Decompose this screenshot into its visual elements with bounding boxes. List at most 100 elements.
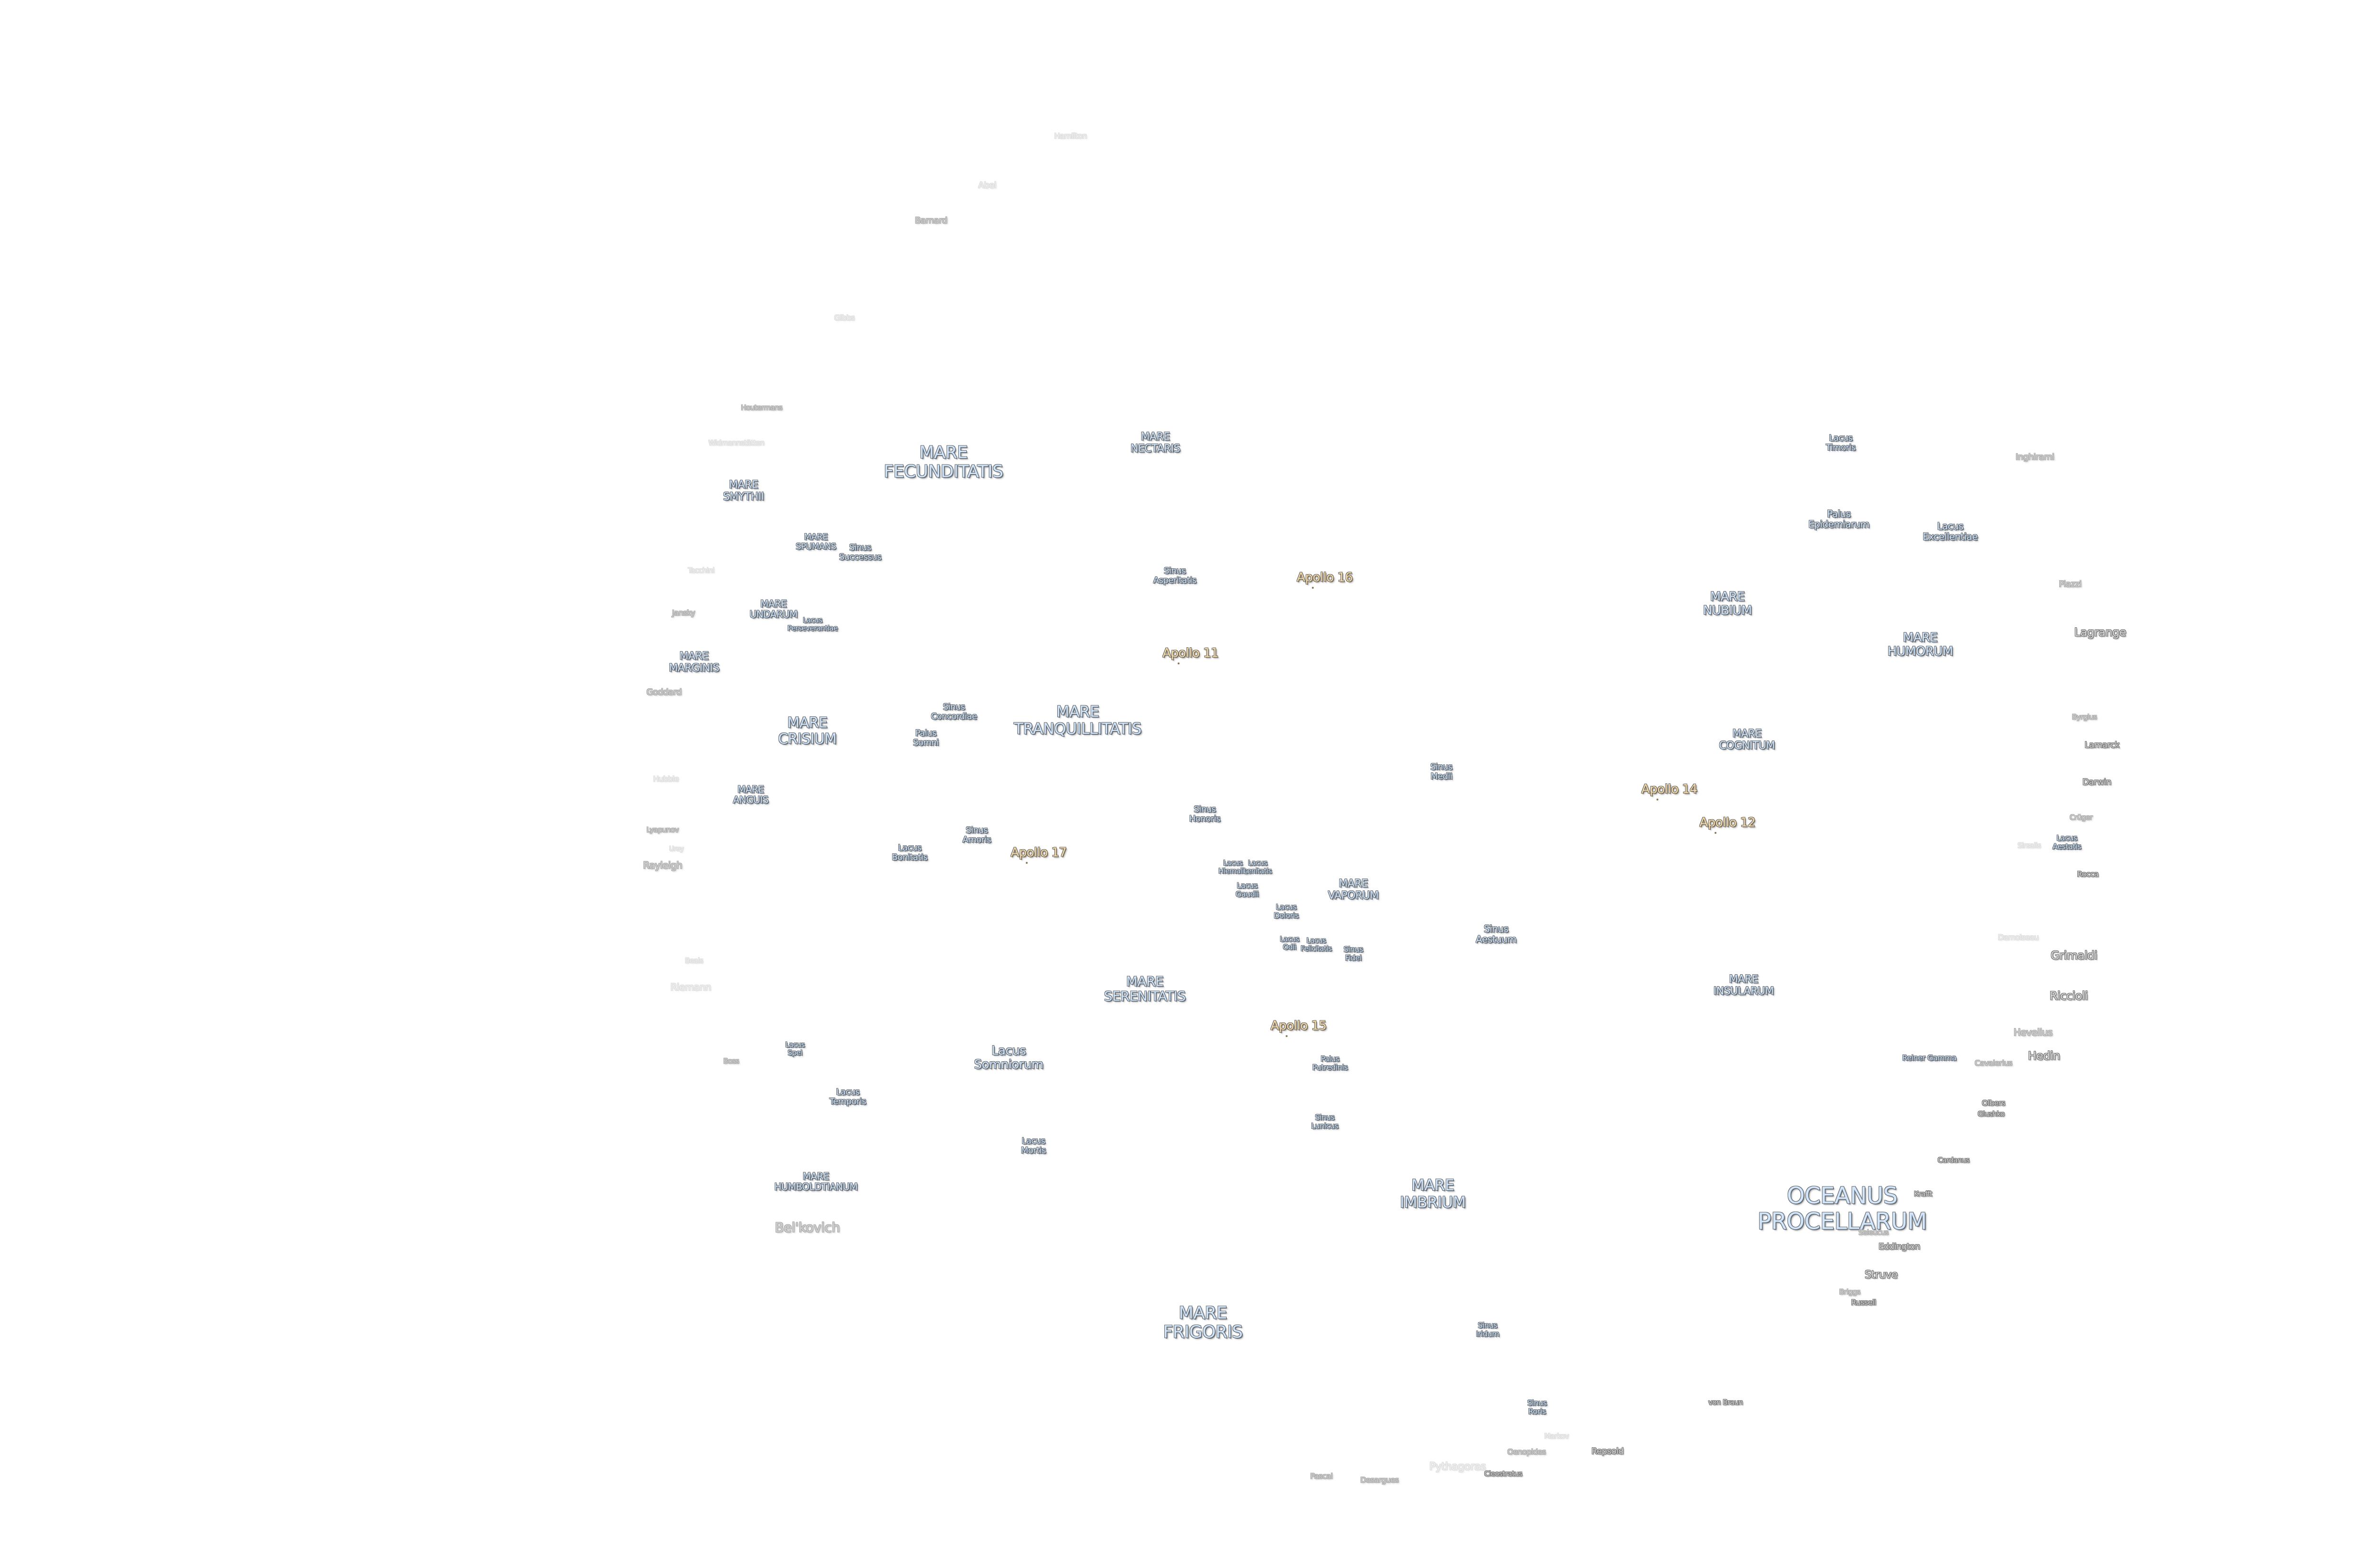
crater-boss-label: Boss bbox=[723, 1057, 739, 1066]
apollo-17-site-marker bbox=[1026, 862, 1028, 864]
crater-hubble-label: Hubble bbox=[653, 774, 679, 784]
crater-repsold-label: Repsold bbox=[1591, 1446, 1624, 1456]
mare-marginis-label: MARE MARGINIS bbox=[669, 650, 719, 674]
crater-rocca-label: Rocca bbox=[2077, 870, 2099, 879]
crater-hamilton-label: Hamilton bbox=[1054, 131, 1087, 141]
mare-nectaris-label: MARE NECTARIS bbox=[1130, 431, 1180, 455]
apollo-14-site-marker bbox=[1656, 799, 1658, 801]
crater-barnard-label: Barnard bbox=[915, 215, 947, 226]
crater-struve-label: Struve bbox=[1864, 1269, 1898, 1281]
crater-lyapunov-label: Lyapunov bbox=[646, 825, 679, 834]
lacus-felicitatis-label: Lacus Felicitatis bbox=[1300, 936, 1332, 953]
crater-cleostratus-label: Cleostratus bbox=[1484, 1469, 1522, 1478]
palus-somni-label: Palus Somni bbox=[913, 728, 939, 748]
crater-grimaldi-label: Grimaldi bbox=[2051, 949, 2097, 962]
sinus-aestuum-label: Sinus Aestuum bbox=[1476, 923, 1517, 945]
apollo-12-label: Apollo 12 bbox=[1699, 815, 1755, 830]
mare-undarum-label: MARE UNDARUM bbox=[749, 598, 798, 620]
mare-serenitatis-label: MARE SERENITATIS bbox=[1104, 973, 1186, 1004]
mare-humorum-label: MARE HUMORUM bbox=[1887, 630, 1953, 659]
crater-tacchini-label: Tacchini bbox=[688, 566, 714, 575]
crater-piazzi-label: Piazzi bbox=[2059, 579, 2082, 589]
crater-damoiseau-label: Damoiseau bbox=[1998, 933, 2039, 942]
mare-anguis-label: MARE ANGUIS bbox=[733, 783, 769, 806]
lacus-bonitatis-label: Lacus Bonitatis bbox=[892, 842, 928, 862]
palus-putredinis-label: Palus Putredinis bbox=[1312, 1054, 1348, 1072]
apollo-14-label: Apollo 14 bbox=[1641, 782, 1697, 797]
mare-frigoris-label: MARE FRIGORIS bbox=[1163, 1303, 1243, 1342]
apollo-15-label: Apollo 15 bbox=[1270, 1018, 1327, 1033]
lacus-lenitatis-label: Lacus Lenitatis bbox=[1243, 859, 1272, 875]
crater-markov-label: Markov bbox=[1544, 1432, 1569, 1441]
crater-cruger-label: Crüger bbox=[2069, 813, 2093, 822]
lacus-aestatis-label: Lacus Aestatis bbox=[2053, 833, 2081, 851]
reiner-gamma-label: Reiner Gamma bbox=[1902, 1053, 1956, 1063]
apollo-16-site-marker bbox=[1312, 587, 1314, 589]
crater-riemann-label: Riemann bbox=[670, 981, 711, 993]
mare-crisium-label: MARE CRISIUM bbox=[778, 714, 837, 747]
crater-cavalerius-label: Cavalerius bbox=[1974, 1058, 2013, 1068]
mare-fecunditatis-label: MARE FECUNDITATIS bbox=[883, 443, 1003, 482]
mare-humboldtianum-label: MARE HUMBOLDTIANUM bbox=[774, 1170, 858, 1193]
mare-cognitum-label: MARE COGNITUM bbox=[1719, 728, 1775, 751]
mare-nubium-label: MARE NUBIUM bbox=[1703, 589, 1752, 618]
crater-seleucus-label: Seleucus bbox=[1858, 1228, 1889, 1237]
crater-houtermans-label: Houtermans bbox=[741, 403, 783, 412]
lacus-perseverantiae-label: Lacus Perseverantiae bbox=[787, 616, 838, 633]
lacus-hiemalis-label: Lacus Hiemalis bbox=[1218, 859, 1248, 875]
crater-urey-label: Urey bbox=[669, 845, 684, 853]
lacus-temporis-label: Lacus Temporis bbox=[829, 1087, 866, 1107]
lacus-mortis-label: Lacus Mortis bbox=[1021, 1136, 1046, 1156]
crater-darwin-label: Darwin bbox=[2082, 777, 2112, 787]
crater-beals-label: Beals bbox=[684, 956, 704, 965]
apollo-16-label: Apollo 16 bbox=[1297, 570, 1353, 585]
sinus-amoris-label: Sinus Amoris bbox=[962, 825, 991, 845]
apollo-11-label: Apollo 11 bbox=[1162, 646, 1219, 661]
crater-riccioli-label: Riccioli bbox=[2049, 989, 2088, 1003]
mare-vaporum-label: MARE VAPORUM bbox=[1328, 878, 1379, 901]
sinus-successus-label: Sinus Successus bbox=[839, 542, 882, 562]
mare-spumans-label: MARE SPUMANS bbox=[795, 532, 836, 552]
crater-pythagoras-label: Pythagoras bbox=[1429, 1461, 1486, 1473]
apollo-17-label: Apollo 17 bbox=[1011, 845, 1067, 860]
crater-eddington-label: Eddington bbox=[1878, 1241, 1920, 1252]
crater-widmannstatten-label: Widmannstätten bbox=[708, 438, 764, 447]
crater-hevelius-label: Hevelius bbox=[2013, 1026, 2053, 1038]
lacus-doloris-label: Lacus Doloris bbox=[1273, 902, 1299, 920]
crater-lagrange-label: Lagrange bbox=[2074, 625, 2126, 639]
palus-epidemiarum-label: Palus Epidemiarum bbox=[1808, 508, 1870, 530]
crater-abel-label: Abel bbox=[978, 180, 996, 190]
lacus-somniorum-label: Lacus Somniorum bbox=[974, 1043, 1043, 1072]
mare-imbrium-label: MARE IMBRIUM bbox=[1399, 1176, 1466, 1211]
crater-cardanus-label: Cardanus bbox=[1937, 1156, 1970, 1165]
crater-von-braun-label: von Braun bbox=[1708, 1398, 1743, 1407]
apollo-15-site-marker bbox=[1286, 1035, 1288, 1037]
sinus-lunicus-label: Sinus Lunicus bbox=[1311, 1113, 1339, 1130]
lacus-excellentiae-label: Lacus Excellentiae bbox=[1923, 520, 1978, 543]
crater-oenopides-label: Oenopides bbox=[1507, 1447, 1546, 1457]
crater-lamarck-label: Lamarck bbox=[2084, 740, 2120, 750]
sinus-iridum-label: Sinus Iridum bbox=[1476, 1321, 1499, 1338]
sinus-fidei-label: Sinus Fidei bbox=[1343, 945, 1363, 962]
crater-pascal-label: Pascal bbox=[1310, 1472, 1333, 1481]
crater-jansky-label: Jansky bbox=[672, 608, 695, 618]
crater-sirsalis-label: Sirsalis bbox=[2017, 841, 2041, 850]
lacus-gaudii-label: Lacus Gaudii bbox=[1235, 881, 1259, 899]
apollo-11-site-marker bbox=[1178, 662, 1180, 664]
crater-goddard-label: Goddard bbox=[646, 687, 682, 697]
mare-insularum-label: MARE INSULARUM bbox=[1713, 973, 1774, 997]
crater-krafft-label: Krafft bbox=[1914, 1189, 1933, 1198]
lacus-odii-label: Lacus Odii bbox=[1279, 935, 1299, 951]
crater-byrgius-label: Byrgius bbox=[2072, 712, 2097, 722]
sinus-roris-label: Sinus Roris bbox=[1527, 1398, 1547, 1416]
mare-tranquillitatis-label: MARE TRANQUILLITATIS bbox=[1014, 702, 1141, 738]
sinus-concordiae-label: Sinus Concordiae bbox=[931, 702, 977, 722]
mare-smythii-label: MARE SMYTHII bbox=[723, 479, 764, 503]
sinus-asperitatis-label: Sinus Asperitatis bbox=[1153, 565, 1197, 585]
crater-briggs-label: Briggs bbox=[1839, 1287, 1861, 1296]
crater-russell-label: Russell bbox=[1851, 1298, 1876, 1307]
crater-glushko-label: Glushko bbox=[1977, 1109, 2005, 1118]
lacus-timoris-label: Lacus Timoris bbox=[1825, 433, 1856, 453]
sinus-honoris-label: Sinus Honoris bbox=[1189, 804, 1220, 824]
lacus-spei-label: Lacus Spei bbox=[785, 1040, 805, 1057]
